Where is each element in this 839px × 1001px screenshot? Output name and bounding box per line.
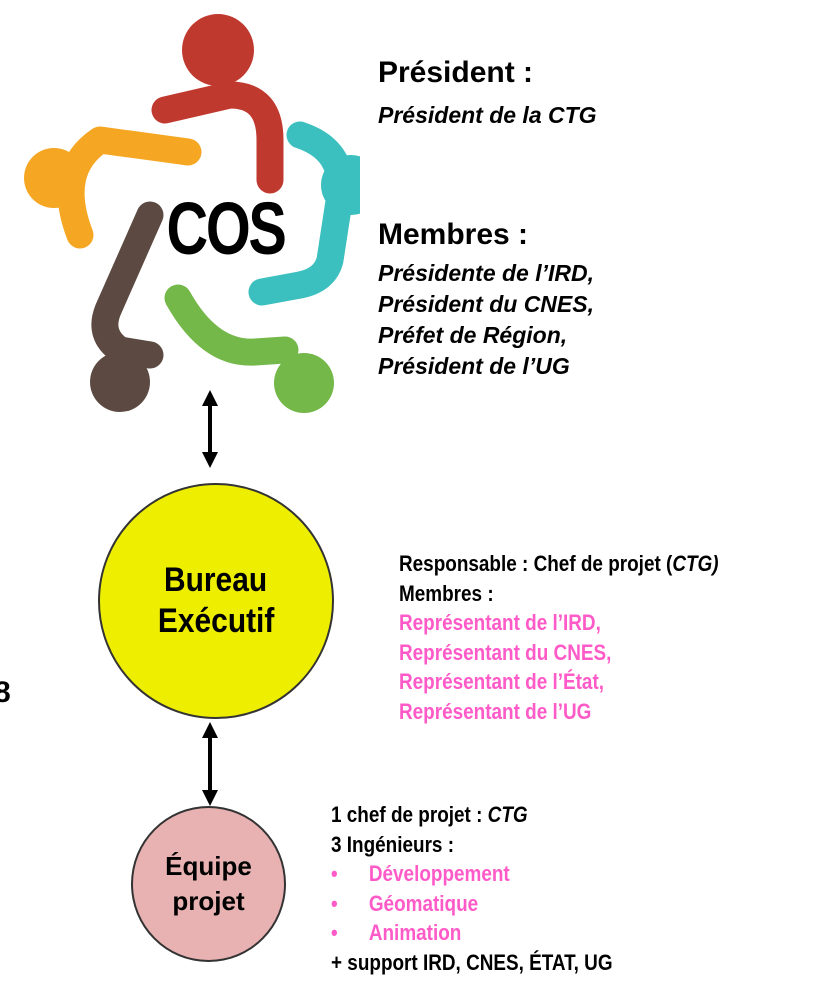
equipe-details: 1 chef de projet : CTG 3 Ingénieurs : •D… [331, 800, 658, 977]
equipe-role: •Géomatique [331, 890, 479, 916]
equipe-projet-node: Équipe projet [131, 806, 286, 962]
bureau-member: Représentant de l’IRD, [399, 610, 601, 635]
bureau-executif-node: Bureau Exécutif [98, 483, 334, 719]
person-teal-head [321, 155, 360, 215]
president-title: Président : [378, 56, 534, 89]
arrow-bureau-equipe [202, 722, 218, 806]
bureau-line1: Bureau [164, 560, 268, 599]
person-green-body [164, 284, 299, 366]
bureau-member: Représentant de l’État, [399, 669, 605, 694]
person-red-head [182, 14, 254, 86]
cos-members-title: Membres : [378, 218, 529, 251]
bureau-details: Responsable : Chef de projet (CTG) Membr… [399, 549, 771, 726]
bureau-members-title: Membres : [399, 580, 494, 606]
edge-text: 8 [0, 676, 11, 709]
president-value: Président de la CTG [378, 102, 597, 128]
bureau-member: Représentant de l’UG [399, 698, 592, 724]
bureau-line2: Exécutif [157, 602, 275, 640]
cos-member: Président du CNES, [378, 291, 594, 317]
cos-logo [24, 14, 360, 413]
cos-members-list: Présidente de l’IRD, Président du CNES, … [378, 258, 594, 382]
equipe-line2: projet [172, 886, 245, 916]
bureau-responsable: Responsable : Chef de projet (CTG) [399, 551, 719, 576]
equipe-line1: Équipe [165, 850, 252, 881]
equipe-support: + support IRD, CNES, ÉTAT, UG [331, 949, 613, 975]
cos-member: Présidente de l’IRD, [378, 260, 595, 286]
cos-member: Président de l’UG [378, 353, 570, 379]
equipe-role: •Développement [331, 861, 510, 886]
equipe-ingenieurs: 3 Ingénieurs : [331, 831, 455, 857]
equipe-role: •Animation [331, 920, 462, 945]
equipe-chef: 1 chef de projet : CTG [331, 802, 528, 827]
bureau-member: Représentant du CNES, [399, 639, 612, 665]
cos-member: Préfet de Région, [378, 322, 568, 348]
arrow-cos-bureau [202, 390, 218, 468]
person-green-head [274, 353, 334, 413]
person-orange-head [24, 148, 84, 208]
person-brown-body [91, 201, 164, 369]
person-red-body [151, 81, 284, 194]
person-brown-head [90, 352, 150, 412]
cos-label: COS [166, 187, 287, 270]
